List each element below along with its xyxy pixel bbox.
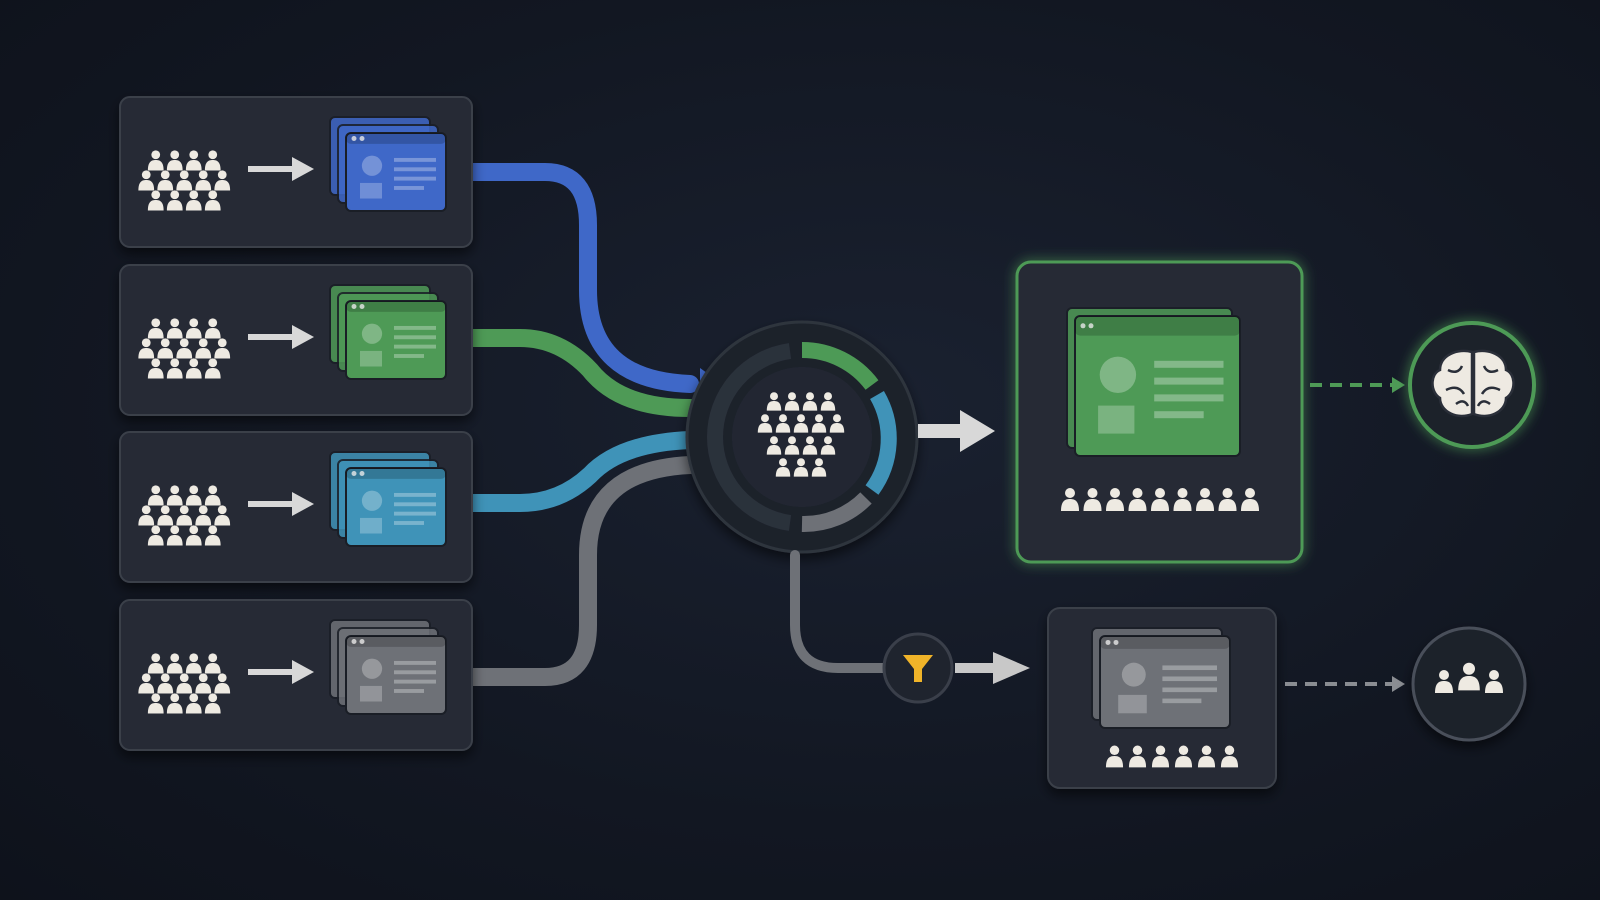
browser-window [345, 132, 447, 212]
primary-output-window-stack [1066, 307, 1241, 457]
arrow-right-icon [248, 660, 314, 684]
text-line-placeholder [394, 502, 436, 507]
avatar-placeholder [1099, 356, 1137, 393]
avatar-placeholder [361, 155, 383, 176]
hub-inner [732, 367, 872, 507]
image-placeholder [360, 685, 382, 702]
avatar-placeholder [361, 658, 383, 679]
window-titlebar [346, 468, 446, 479]
hub-segment-gray [801, 492, 872, 533]
window-stack-green [1066, 307, 1241, 457]
arrow-right-icon [248, 325, 314, 349]
text-line-placeholder [394, 157, 436, 162]
browser-window [345, 300, 447, 380]
window-dot [351, 135, 357, 141]
text-line-placeholder [394, 492, 436, 497]
browser-window [345, 467, 447, 547]
source-card-teal [119, 431, 473, 583]
text-line-placeholder [1162, 698, 1202, 704]
window-dot [1088, 323, 1094, 329]
image-placeholder [360, 517, 382, 534]
hub-segment-dark [706, 343, 792, 531]
window-titlebar [346, 636, 446, 647]
window-dot [1113, 639, 1119, 645]
curve-green [461, 329, 699, 417]
primary-output-people-row [1061, 488, 1259, 511]
primary-output-card [1015, 260, 1304, 564]
arrow-right-icon [248, 157, 314, 181]
text-line-placeholder [394, 689, 424, 693]
window-titlebar [346, 301, 446, 312]
window-stack-green [329, 284, 447, 380]
window-dot [351, 638, 357, 644]
window-dot [359, 303, 365, 309]
hub [685, 320, 919, 554]
source-card-green [119, 264, 473, 416]
window-dot [351, 470, 357, 476]
window-titlebar [1100, 636, 1230, 649]
source-cards [119, 96, 473, 751]
avatar-placeholder [1121, 662, 1146, 687]
text-line-placeholder [1162, 665, 1217, 671]
text-line-placeholder [394, 679, 436, 684]
filter-path [790, 550, 1030, 704]
image-placeholder [360, 182, 382, 199]
window-titlebar [346, 133, 446, 144]
curve-blue [461, 163, 699, 393]
brain-destination [1408, 321, 1536, 449]
text-line-placeholder [394, 186, 424, 190]
text-line-placeholder [394, 325, 436, 330]
text-line-placeholder [394, 344, 436, 349]
text-line-placeholder [1154, 360, 1224, 368]
text-line-placeholder [394, 660, 436, 665]
window-dot [359, 470, 365, 476]
image-placeholder [1098, 405, 1135, 434]
hub-segments [706, 341, 897, 533]
browser-window [1074, 315, 1241, 457]
avatar-placeholder [361, 323, 383, 344]
funnel-icon [903, 655, 933, 682]
browser-window [345, 635, 447, 715]
text-line-placeholder [1154, 377, 1224, 385]
window-stack-blue [329, 116, 447, 212]
brain-icon [1431, 349, 1515, 418]
window-dot [1080, 323, 1086, 329]
curve-teal [461, 431, 699, 512]
text-line-placeholder [394, 335, 436, 340]
text-line-placeholder [1154, 411, 1204, 419]
image-placeholder [360, 350, 382, 367]
window-titlebar [1075, 316, 1240, 336]
source-card-gray [119, 599, 473, 751]
curve-gray [461, 456, 699, 686]
avatar-placeholder [361, 490, 383, 511]
source-card-blue [119, 96, 473, 248]
text-line-placeholder [1162, 676, 1217, 682]
window-dot [351, 303, 357, 309]
hub-segment-green [801, 341, 879, 390]
window-dot [359, 135, 365, 141]
text-line-placeholder [394, 670, 436, 675]
text-line-placeholder [394, 521, 424, 525]
group-destination [1411, 626, 1527, 742]
browser-window [1099, 635, 1231, 729]
text-line-placeholder [1162, 687, 1217, 693]
hub-segment-teal [865, 390, 897, 495]
window-stack-gray [1091, 627, 1231, 729]
text-line-placeholder [1154, 394, 1224, 402]
text-line-placeholder [394, 354, 424, 358]
window-stack-teal [329, 451, 447, 547]
arrow-right-icon [248, 492, 314, 516]
arrow-to-primary [918, 410, 995, 452]
window-dot [359, 638, 365, 644]
image-placeholder [1118, 694, 1147, 714]
filtered-output-window-stack [1091, 627, 1231, 729]
text-line-placeholder [394, 176, 436, 181]
filtered-output-card [1047, 607, 1277, 789]
window-stack-gray [329, 619, 447, 715]
text-line-placeholder [394, 511, 436, 516]
window-dot [1105, 639, 1111, 645]
text-line-placeholder [394, 167, 436, 172]
